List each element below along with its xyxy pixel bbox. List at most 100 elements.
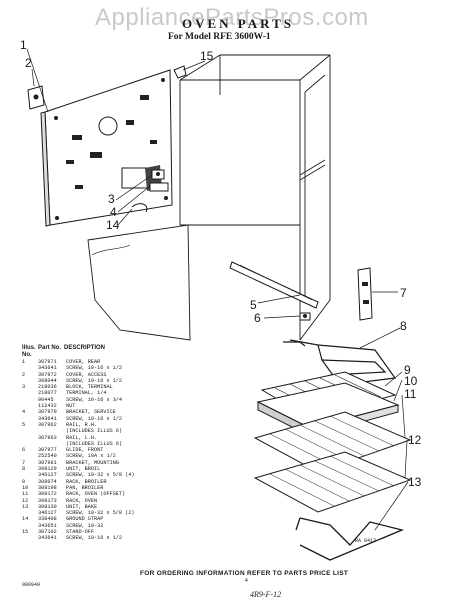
service-bracket (149, 182, 169, 192)
row-description: BRACKET, MOUNTING (66, 459, 119, 466)
row-description: RACK, BROILER (66, 478, 107, 485)
callout-9: 9 (404, 363, 411, 377)
row-part-number: 307981 (38, 459, 57, 466)
row-part-number: 343641 (38, 535, 57, 542)
row-illus: 6 (22, 447, 26, 454)
callout-4: 4 (110, 205, 117, 219)
row-part-number: 218036 (38, 384, 57, 391)
row-part-number: 307102 (38, 529, 57, 536)
callout-3: 3 (108, 192, 115, 206)
row-description: SCREW, 10-16 x 1/2 (66, 365, 123, 372)
row-illus: 7 (22, 459, 26, 466)
row-description: GROUND STRAP (66, 516, 104, 523)
bake-element (295, 517, 405, 561)
row-part-number: 308173 (38, 497, 57, 504)
table-row: 343641 SCREW, 10-16 x 1/2 (22, 365, 222, 371)
row-illus: 3 (22, 384, 26, 391)
table-row: (INCLUDES ILLUS 6) (22, 441, 222, 447)
row-description: SCREW, 10-16 x 1/2 (66, 377, 123, 384)
row-part-number: 343641 (38, 365, 57, 372)
row-description: UNIT, BAKE (66, 503, 98, 510)
table-row: 3 218036 BLOCK, TERMINAL (22, 384, 222, 390)
row-description: SCREW, 10A x 1/2 (66, 453, 116, 460)
row-description: TERMINAL, 1/4 (66, 390, 107, 397)
row-illus: 14 (22, 516, 29, 523)
callout-numbers: 1 2 3 4 5 6 7 8 9 10 11 12 13 14 15 (20, 38, 422, 489)
row-part-number: 308198 (38, 484, 57, 491)
row-part-number: 308044 (38, 377, 57, 384)
row-illus: 12 (22, 497, 29, 504)
row-illus: 11 (22, 491, 29, 498)
row-description: SCREW, 10-32 (66, 522, 104, 529)
diagram-ref-code: RA 0412 (355, 538, 376, 544)
row-part-number: 308130 (38, 503, 57, 510)
document-code: 980949 (22, 582, 41, 588)
row-description: COVER, ACCESS (66, 371, 107, 378)
col-part-header: Part No. (38, 345, 62, 351)
row-part-number: 307963 (38, 434, 57, 441)
row-illus: 5 (22, 421, 26, 428)
terminal-block (151, 169, 165, 180)
callout-6: 6 (254, 311, 261, 325)
handwritten-note: 4R9-F-12 (250, 590, 282, 599)
row-illus: 13 (22, 503, 29, 510)
row-part-number: 307971 (38, 359, 57, 365)
broil-element (283, 339, 397, 386)
callout-13: 13 (408, 475, 422, 489)
row-description: SCREW, 10-32 x 5/8 (4) (66, 472, 135, 479)
page-number: 4 (245, 578, 248, 584)
row-illus: 10 (22, 484, 29, 491)
rear-cover-panel (40, 69, 173, 227)
row-description: COVER, REAR (66, 359, 101, 365)
row-part-number: 308074 (38, 478, 57, 485)
row-part-number: 308172 (38, 491, 57, 498)
row-illus: 2 (22, 371, 26, 378)
col-desc-header: DESCRIPTION (64, 345, 106, 351)
front-glide (299, 312, 311, 321)
row-description: BRACKET, SERVICE (66, 409, 116, 416)
watermark-text: AppliancePartsPros.com (95, 4, 369, 31)
row-description: GLIDE, FRONT (66, 447, 104, 454)
row-part-number: 343641 (38, 415, 57, 422)
table-row: 307963 RAIL, L.H. (22, 435, 222, 441)
table-row: 4 307970 BRACKET, SERVICE (22, 409, 222, 415)
row-description: (INCLUDES ILLUS 6) (66, 440, 123, 447)
row-part-number: 308129 (38, 466, 57, 473)
table-row: 7 307981 BRACKET, MOUNTING (22, 460, 222, 466)
row-illus: 4 (22, 409, 26, 416)
table-row: 346127 SCREW, 10-32 x 5/8 (4) (22, 472, 222, 478)
oven-rack-offset (253, 411, 412, 473)
callout-12: 12 (408, 433, 422, 447)
access-cover-plate (27, 85, 45, 110)
col-illus-header: Illus. No. (22, 345, 36, 358)
ground-strap (131, 203, 148, 213)
row-part-number: 346127 (38, 510, 57, 517)
row-part-number: 112432 (38, 403, 57, 410)
row-description: BLOCK, TERMINAL (66, 384, 113, 391)
row-illus (22, 535, 38, 541)
row-part-number: 346127 (38, 472, 57, 479)
callout-10: 10 (404, 374, 418, 388)
ordering-notice: FOR ORDERING INFORMATION REFER TO PARTS … (140, 570, 349, 577)
row-description: NUT (66, 403, 76, 410)
table-row: 13 308130 UNIT, BAKE (22, 504, 222, 510)
row-part-number: 307970 (38, 409, 57, 416)
row-description: UNIT, BROIL (66, 466, 101, 473)
lower-front-panel (87, 224, 191, 341)
row-description: RAIL, L.H. (66, 434, 98, 441)
table-row: (INCLUDES ILLUS 6) (22, 428, 222, 434)
